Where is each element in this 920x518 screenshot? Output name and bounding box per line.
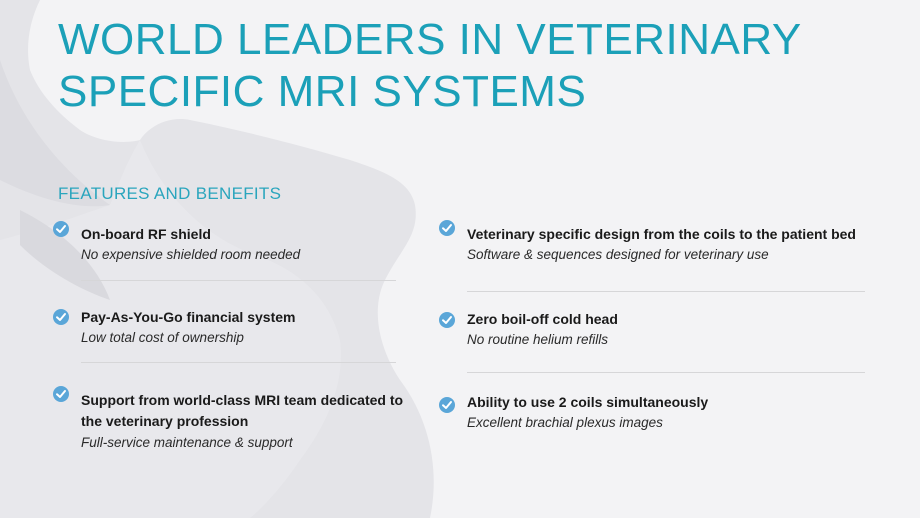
feature-title: Veterinary specific design from the coil… (467, 226, 856, 242)
feature-subtitle: Low total cost of ownership (81, 330, 244, 345)
feature-title: On-board RF shield (81, 226, 211, 242)
divider (81, 280, 396, 281)
feature-subtitle: No expensive shielded room needed (81, 247, 301, 262)
slide-title: WORLD LEADERS IN VETERINARY SPECIFIC MRI… (58, 14, 802, 118)
check-badge-icon (439, 312, 455, 328)
feature-subtitle: Software & sequences designed for veteri… (467, 247, 769, 262)
divider (81, 362, 396, 363)
check-badge-icon (439, 220, 455, 236)
slide-title-line-1: WORLD LEADERS IN VETERINARY (58, 15, 802, 64)
divider (467, 372, 865, 373)
check-badge-icon (53, 386, 69, 402)
section-heading: FEATURES AND BENEFITS (58, 184, 282, 203)
feature-subtitle: Excellent brachial plexus images (467, 415, 663, 430)
feature-subtitle: No routine helium refills (467, 332, 609, 347)
slide-title-line-2: SPECIFIC MRI SYSTEMS (58, 67, 587, 116)
feature-title: Pay-As-You-Go financial system (81, 309, 296, 325)
feature-title: Zero boil-off cold head (467, 311, 618, 327)
check-badge-icon (439, 397, 455, 413)
divider (467, 291, 865, 292)
feature-title: Support from world-class MRI team dedica… (81, 392, 404, 429)
check-badge-icon (53, 309, 69, 325)
feature-title: Ability to use 2 coils simultaneously (467, 394, 709, 410)
feature-subtitle: Full-service maintenance & support (81, 435, 293, 450)
check-badge-icon (53, 221, 69, 237)
